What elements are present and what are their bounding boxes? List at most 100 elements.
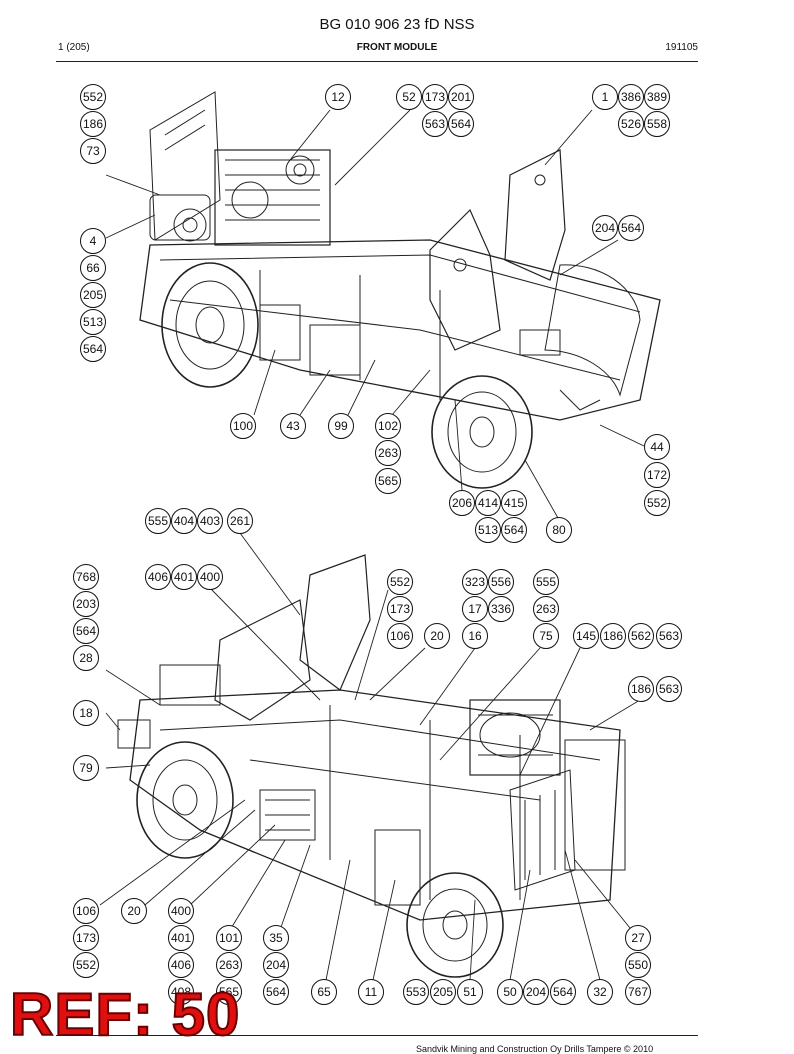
- callout: 552: [73, 952, 99, 978]
- callout: 263: [216, 952, 242, 978]
- callout: 18: [73, 700, 99, 726]
- callout: 106: [73, 898, 99, 924]
- callout: 16: [462, 623, 488, 649]
- callout: 552: [644, 490, 670, 516]
- callout: 414: [475, 490, 501, 516]
- callout: 513: [80, 309, 106, 335]
- callout: 389: [644, 84, 670, 110]
- callout: 1: [592, 84, 618, 110]
- callout: 101: [216, 925, 242, 951]
- callout: 205: [430, 979, 456, 1005]
- callout: 406: [168, 952, 194, 978]
- callout: 11: [358, 979, 384, 1005]
- callout: 173: [73, 925, 99, 951]
- callout: 206: [449, 490, 475, 516]
- callout: 552: [387, 569, 413, 595]
- callout: 564: [550, 979, 576, 1005]
- callout: 263: [375, 440, 401, 466]
- callout: 173: [387, 596, 413, 622]
- callout: 99: [328, 413, 354, 439]
- callout: 550: [625, 952, 651, 978]
- callout: 173: [422, 84, 448, 110]
- leader-lines: [99, 109, 645, 981]
- top-machine-view: [139, 91, 661, 489]
- callout: 75: [533, 623, 559, 649]
- callout: 564: [501, 517, 527, 543]
- callout: 186: [628, 676, 654, 702]
- callout: 50: [497, 979, 523, 1005]
- callout: 553: [403, 979, 429, 1005]
- callout: 403: [197, 508, 223, 534]
- callout: 564: [73, 618, 99, 644]
- callout: 20: [424, 623, 450, 649]
- footer-copyright: Sandvik Mining and Construction Oy Drill…: [416, 1044, 654, 1054]
- callout: 555: [145, 508, 171, 534]
- callout: 102: [375, 413, 401, 439]
- callout: 406: [145, 564, 171, 590]
- callout: 563: [422, 111, 448, 137]
- callout: 562: [628, 623, 654, 649]
- callout: 80: [546, 517, 572, 543]
- callout: 768: [73, 564, 99, 590]
- callout: 204: [592, 215, 618, 241]
- callout: 513: [475, 517, 501, 543]
- callout: 205: [80, 282, 106, 308]
- callout: 415: [501, 490, 527, 516]
- header-rule: [56, 61, 698, 62]
- callout: 563: [656, 676, 682, 702]
- callout: 17: [462, 596, 488, 622]
- callout: 564: [448, 111, 474, 137]
- ref-stamp: REF: 50: [9, 981, 241, 1048]
- callout: 12: [325, 84, 351, 110]
- callout: 552: [80, 84, 106, 110]
- callout: 564: [263, 979, 289, 1005]
- callout: 261: [227, 508, 253, 534]
- callout: 203: [73, 591, 99, 617]
- callout: 65: [311, 979, 337, 1005]
- revision-code: 191105: [665, 42, 698, 53]
- callout: 526: [618, 111, 644, 137]
- callout: 401: [171, 564, 197, 590]
- callout: 400: [168, 898, 194, 924]
- callout: 79: [73, 755, 99, 781]
- bottom-machine-view: [117, 554, 626, 978]
- callout: 186: [600, 623, 626, 649]
- callout: 386: [618, 84, 644, 110]
- callout: 564: [618, 215, 644, 241]
- section-title: FRONT MODULE: [356, 42, 438, 53]
- callout: 100: [230, 413, 256, 439]
- callout: 172: [644, 462, 670, 488]
- callout: 565: [375, 468, 401, 494]
- callout: 565: [216, 979, 242, 1005]
- page-count: 1 (205): [58, 42, 90, 53]
- callout: 145: [573, 623, 599, 649]
- callout: 20: [121, 898, 147, 924]
- callout: 66: [80, 255, 106, 281]
- callout: 204: [523, 979, 549, 1005]
- callout: 52: [396, 84, 422, 110]
- callout: 555: [533, 569, 559, 595]
- callout: 32: [587, 979, 613, 1005]
- callout: 767: [625, 979, 651, 1005]
- callout: 43: [280, 413, 306, 439]
- callout: 73: [80, 138, 106, 164]
- document-number: BG 010 906 23 fD NSS: [319, 16, 475, 33]
- callout: 408: [168, 979, 194, 1005]
- callout: 323: [462, 569, 488, 595]
- callout: 556: [488, 569, 514, 595]
- callout: 400: [197, 564, 223, 590]
- callout: 564: [80, 336, 106, 362]
- callout: 4: [80, 228, 106, 254]
- callout: 404: [171, 508, 197, 534]
- callout: 106: [387, 623, 413, 649]
- callout: 44: [644, 434, 670, 460]
- callout: 336: [488, 596, 514, 622]
- callout: 51: [457, 979, 483, 1005]
- callout: 204: [263, 952, 289, 978]
- callout: 563: [656, 623, 682, 649]
- callout: 35: [263, 925, 289, 951]
- callout: 28: [73, 645, 99, 671]
- callout: 263: [533, 596, 559, 622]
- callout: 27: [625, 925, 651, 951]
